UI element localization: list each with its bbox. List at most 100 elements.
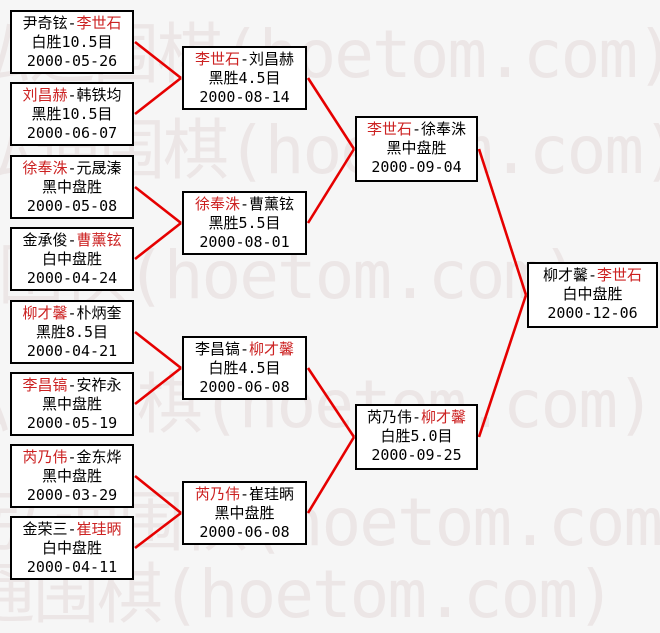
players-separator: - [67, 376, 77, 394]
players-separator: - [67, 448, 77, 466]
match-result: 白中盘胜 [562, 285, 623, 303]
connector-line [134, 40, 182, 80]
player1-name: 金荣三 [22, 520, 68, 538]
match-result: 黑胜8.5目 [35, 323, 109, 341]
players-separator: - [411, 408, 422, 426]
player2-name: 崔珪昞 [249, 485, 295, 503]
match-date: 2000-04-11 [26, 558, 118, 576]
player1-name: 尹奇铉 [22, 14, 68, 32]
players-separator: - [239, 195, 250, 213]
players-separator: - [67, 520, 77, 538]
match-date: 2000-06-08 [199, 523, 290, 541]
connector-line [306, 148, 356, 224]
player1-name: 芮乃伟 [194, 485, 240, 503]
match-result: 白中盘胜 [41, 250, 102, 268]
player1-name: 李世石 [366, 120, 412, 138]
match-result: 黑胜5.5目 [208, 214, 281, 232]
match-date: 2000-09-25 [371, 446, 462, 464]
player1-name: 柳才馨 [22, 304, 68, 322]
player2-name: 安祚永 [76, 376, 122, 394]
match-date: 2000-12-06 [547, 304, 638, 322]
match-date: 2000-05-19 [26, 414, 118, 432]
connector-line [306, 367, 356, 438]
player2-name: 徐奉洙 [421, 120, 467, 138]
connector-line [134, 330, 182, 370]
players-separator: - [67, 231, 77, 249]
match-players: 柳才馨-朴炳奎 [12, 304, 132, 323]
match-players: 芮乃伟-柳才馨 [357, 408, 476, 427]
match-result: 黑中盘胜 [386, 139, 447, 157]
player2-name: 曹薰铉 [76, 231, 122, 249]
match-result: 白胜5.0目 [380, 427, 453, 445]
connector-line [306, 77, 356, 150]
match-result: 黑中盘胜 [214, 504, 275, 522]
match-result: 白胜4.5目 [208, 359, 281, 377]
player2-name: 金东烨 [76, 448, 122, 466]
match-result: 黑胜4.5目 [208, 69, 281, 87]
bracket-connectors [134, 40, 528, 550]
match-date: 2000-06-08 [199, 378, 290, 396]
match-date: 2000-09-04 [371, 158, 462, 176]
player1-name: 徐奉洙 [22, 159, 68, 177]
player1-name: 徐奉洙 [194, 195, 240, 213]
player2-name: 柳才馨 [421, 408, 467, 426]
player2-name: 崔珪昞 [76, 520, 122, 538]
player1-name: 刘昌赫 [22, 86, 68, 104]
connector-line [134, 366, 182, 406]
match-date: 2000-06-07 [26, 124, 118, 142]
player1-name: 金承俊 [22, 231, 68, 249]
player1-name: 李昌镐 [22, 376, 68, 394]
player1-name: 李昌镐 [194, 340, 240, 358]
match-date: 2000-08-14 [199, 88, 290, 106]
players-separator: - [239, 485, 250, 503]
connector-line [306, 436, 356, 514]
players-separator: - [67, 304, 77, 322]
match-players: 李昌镐-安祚永 [12, 376, 132, 395]
player2-name: 元晟溱 [76, 159, 122, 177]
player2-name: 曹薰铉 [249, 195, 295, 213]
connector-line [134, 474, 182, 515]
match-date: 2000-05-26 [26, 52, 118, 70]
match-players: 徐奉洙-曹薰铉 [184, 195, 305, 214]
player1-name: 李世石 [194, 50, 240, 68]
match-players: 李世石-徐奉洙 [357, 120, 476, 139]
players-separator: - [587, 266, 598, 284]
match-players: 芮乃伟-金东烨 [12, 448, 132, 467]
match-result: 黑胜10.5目 [31, 105, 113, 123]
players-separator: - [239, 50, 250, 68]
match-players: 金承俊-曹薰铉 [12, 231, 132, 250]
players-separator: - [239, 340, 250, 358]
player2-name: 李世石 [597, 266, 643, 284]
connector-line [134, 185, 182, 225]
match-result: 黑中盘胜 [41, 395, 102, 413]
connector-line [477, 148, 528, 296]
match-date: 2000-05-08 [26, 197, 118, 215]
player1-name: 芮乃伟 [22, 448, 68, 466]
connector-line [134, 221, 182, 261]
match-date: 2000-04-21 [26, 342, 118, 360]
match-result: 黑中盘胜 [41, 178, 102, 196]
player2-name: 韩铁均 [76, 86, 122, 104]
match-players: 刘昌赫-韩铁均 [12, 86, 132, 105]
match-date: 2000-08-01 [199, 233, 290, 251]
match-players: 徐奉洙-元晟溱 [12, 159, 132, 178]
player1-name: 芮乃伟 [366, 408, 412, 426]
players-separator: - [411, 120, 422, 138]
player2-name: 朴炳奎 [76, 304, 122, 322]
